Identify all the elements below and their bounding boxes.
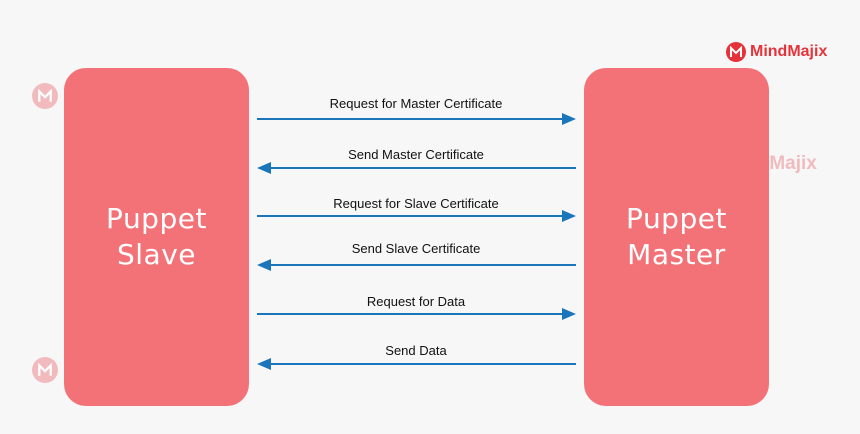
flow-label-send-data: Send Data [385, 343, 447, 358]
arrow-request-master-certificate [257, 113, 576, 125]
flow-label-request-data: Request for Data [366, 294, 466, 309]
arrow-send-master-certificate [257, 162, 576, 174]
watermark-icon [32, 83, 58, 109]
flow-label-request-master-certificate: Request for Master Certificate [329, 96, 503, 111]
watermark-icon [32, 357, 58, 383]
logo-text: MindMajix [750, 43, 828, 60]
flow-label-send-master-certificate: Send Master Certificate [348, 147, 484, 162]
mindmajix-logo: MindMajix [726, 42, 827, 62]
arrow-request-data [257, 308, 576, 320]
puppet-slave-node: Puppet Slave [64, 68, 249, 406]
arrow-send-slave-certificate [257, 259, 576, 271]
puppet-master-node: Puppet Master [584, 68, 769, 406]
arrow-request-slave-certificate [257, 210, 576, 222]
mindmajix-logo-icon [726, 42, 746, 62]
flow-label-request-slave-certificate: Request for Slave Certificate [333, 196, 499, 211]
flow-label-send-slave-certificate: Send Slave Certificate [351, 241, 481, 256]
arrow-send-data [257, 358, 576, 370]
